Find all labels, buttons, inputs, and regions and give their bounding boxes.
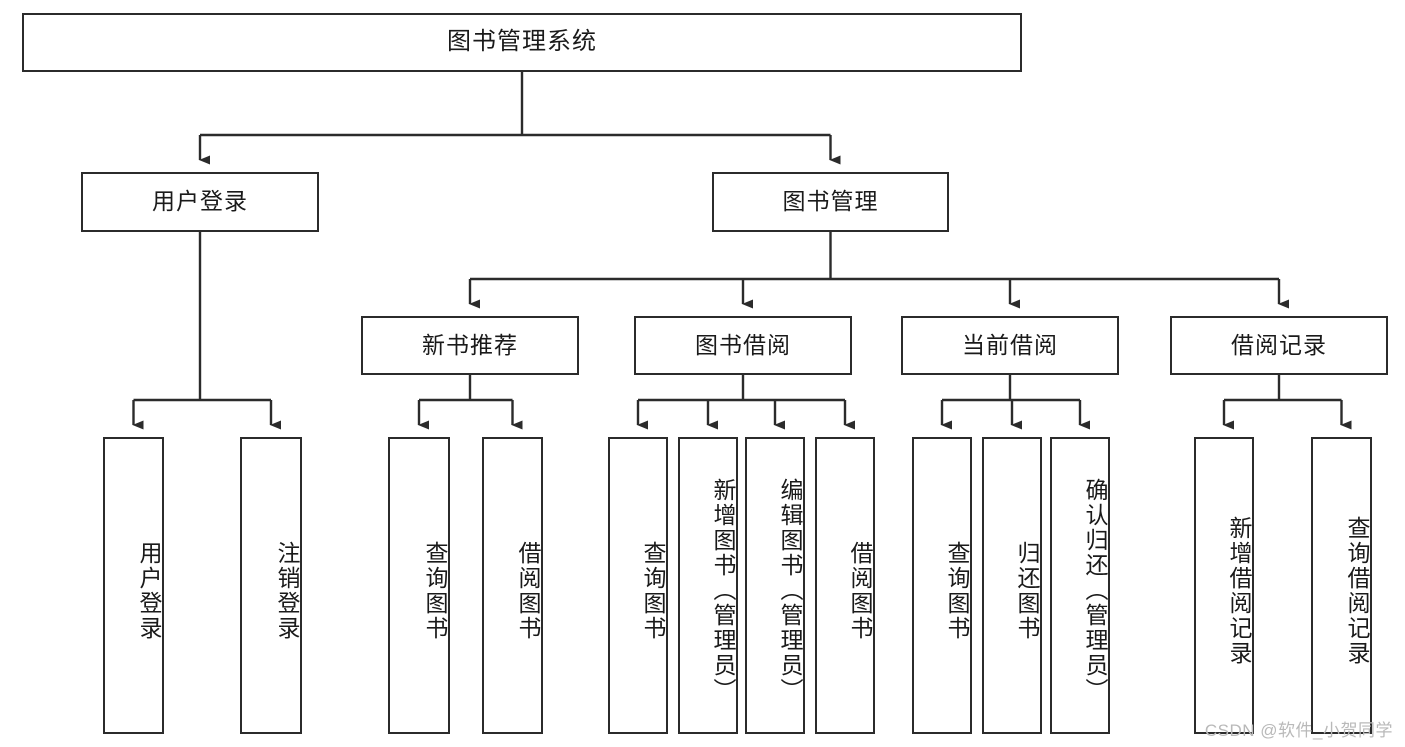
node-label: 用户登录 xyxy=(152,188,248,215)
node-label: 借阅图书 xyxy=(515,540,541,641)
node-root[interactable]: 图书管理系统 xyxy=(22,13,1022,72)
node-label: 图书借阅 xyxy=(695,331,791,358)
node-book-manage[interactable]: 图书管理 xyxy=(712,172,949,232)
node-label: 查询图书 xyxy=(640,540,666,641)
node-label: 编辑图书（管理员） xyxy=(777,478,803,703)
node-leaf-borrow-book-rec[interactable]: 借阅图书 xyxy=(482,437,543,734)
node-label: 查询图书 xyxy=(944,540,970,641)
node-leaf-add-borrow-record[interactable]: 新增借阅记录 xyxy=(1194,437,1254,734)
node-leaf-borrow-book[interactable]: 借阅图书 xyxy=(815,437,875,734)
node-current-borrow[interactable]: 当前借阅 xyxy=(901,316,1119,375)
node-label: 当前借阅 xyxy=(962,331,1058,358)
node-leaf-query-book-borrow[interactable]: 查询图书 xyxy=(608,437,668,734)
node-user-login[interactable]: 用户登录 xyxy=(81,172,319,232)
watermark: CSDN @软件_小贺同学 xyxy=(1204,721,1393,740)
node-label: 查询借阅记录 xyxy=(1344,515,1370,666)
node-label: 归还图书 xyxy=(1014,540,1040,641)
node-leaf-query-book-cur[interactable]: 查询图书 xyxy=(912,437,972,734)
node-label: 借阅记录 xyxy=(1231,331,1327,358)
node-leaf-query-borrow-record[interactable]: 查询借阅记录 xyxy=(1311,437,1372,734)
node-leaf-add-book[interactable]: 新增图书（管理员） xyxy=(678,437,738,734)
node-label: 新书推荐 xyxy=(422,331,518,358)
node-label: 借阅图书 xyxy=(847,540,873,641)
node-leaf-user-login[interactable]: 用户登录 xyxy=(103,437,164,734)
node-new-book-rec[interactable]: 新书推荐 xyxy=(361,316,579,375)
node-leaf-query-book-rec[interactable]: 查询图书 xyxy=(388,437,450,734)
node-book-borrow[interactable]: 图书借阅 xyxy=(634,316,852,375)
node-label: 查询图书 xyxy=(422,540,448,641)
node-leaf-confirm-return[interactable]: 确认归还（管理员） xyxy=(1050,437,1110,734)
node-label: 注销登录 xyxy=(274,540,300,641)
node-leaf-user-logout[interactable]: 注销登录 xyxy=(240,437,302,734)
node-label: 新增图书（管理员） xyxy=(710,478,736,703)
node-borrow-record[interactable]: 借阅记录 xyxy=(1170,316,1388,375)
node-label: 新增借阅记录 xyxy=(1226,515,1252,666)
node-label: 确认归还（管理员） xyxy=(1082,478,1108,703)
node-leaf-edit-book[interactable]: 编辑图书（管理员） xyxy=(745,437,805,734)
node-label: 图书管理 xyxy=(782,188,879,215)
node-leaf-return-book[interactable]: 归还图书 xyxy=(982,437,1042,734)
node-label: 图书管理系统 xyxy=(447,28,597,56)
node-label: 用户登录 xyxy=(136,540,162,641)
